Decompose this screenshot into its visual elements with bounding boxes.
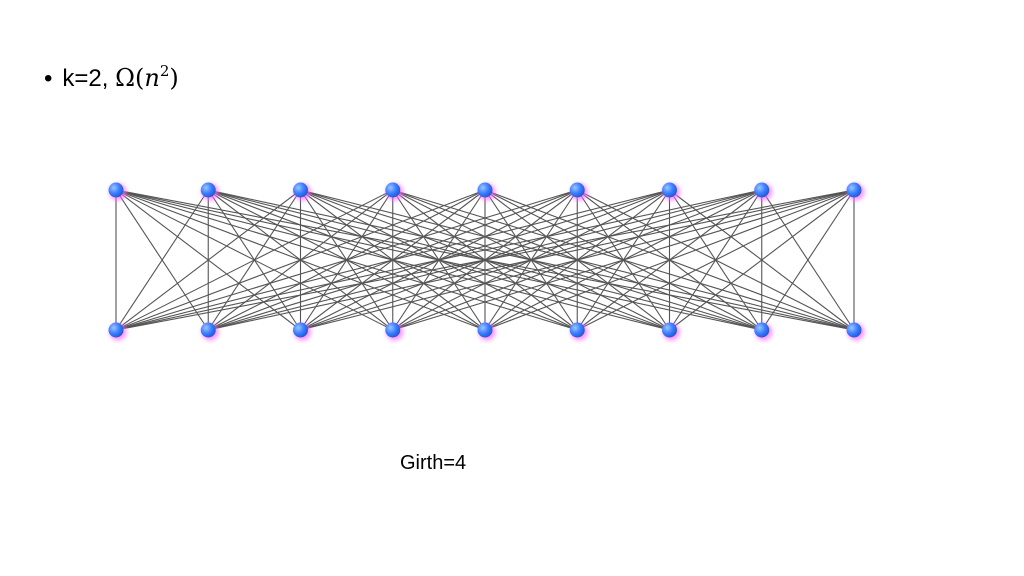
top-vertex <box>293 182 311 201</box>
graph-edge <box>115 189 486 331</box>
graph-edge <box>208 189 855 331</box>
top-vertex <box>846 182 865 201</box>
close-paren: ) <box>169 64 179 92</box>
graph-edge <box>392 189 855 331</box>
top-vertex <box>385 182 404 201</box>
top-vertex <box>662 182 680 201</box>
graph-edge <box>484 189 855 331</box>
bottom-vertex <box>477 322 496 341</box>
open-paren: ( <box>135 64 145 92</box>
graph-edge <box>115 189 762 331</box>
bottom-vertex <box>200 322 219 341</box>
bottom-vertex <box>662 322 680 341</box>
bottom-vertex <box>293 322 311 341</box>
bottom-vertex <box>385 322 404 341</box>
bottom-vertex <box>846 322 865 341</box>
bullet-marker: • <box>44 65 53 92</box>
math-variable: n <box>144 64 160 92</box>
graph-edge <box>300 189 855 331</box>
math-exponent: 2 <box>159 62 170 80</box>
graph-edge <box>761 189 855 331</box>
graph-vertices <box>108 182 865 341</box>
graph-edge <box>115 189 578 331</box>
graph-edges <box>115 189 855 331</box>
graph-edge <box>115 189 670 331</box>
bottom-vertex <box>569 322 588 341</box>
top-vertex <box>108 182 127 201</box>
top-vertex <box>569 182 588 201</box>
graph-edge <box>115 189 209 331</box>
graph-edge <box>115 189 855 331</box>
top-vertex <box>477 182 496 201</box>
bullet-item: • k=2, Ω(n2) <box>44 62 179 95</box>
graph-edge <box>577 189 855 331</box>
omega-symbol: Ω <box>115 64 136 92</box>
graph-edge <box>115 189 301 331</box>
bottom-vertex <box>754 322 773 341</box>
big-omega-expression: Ω(n2) <box>115 62 179 93</box>
top-vertex <box>754 182 773 201</box>
graph-edge <box>669 189 855 331</box>
bottom-vertex <box>108 322 127 341</box>
bullet-text: k=2, <box>62 65 109 92</box>
girth-caption: Girth=4 <box>400 452 467 474</box>
graph-edge <box>115 189 393 331</box>
top-vertex <box>200 182 219 201</box>
